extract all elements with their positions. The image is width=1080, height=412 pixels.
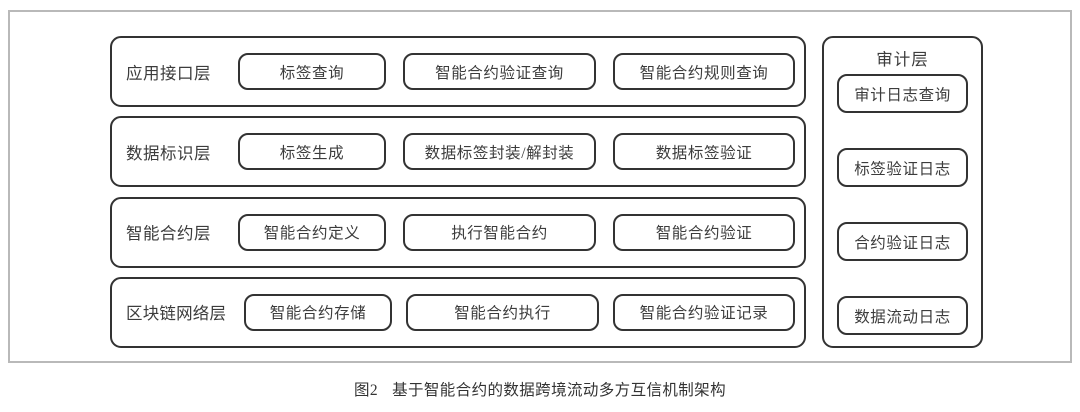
layer-modules-application-interface: 标签查询 智能合约验证查询 智能合约规则查询	[238, 38, 795, 105]
figure-caption-text: 基于智能合约的数据跨境流动多方互信机制架构	[392, 382, 726, 399]
audit-layer-items: 审计日志查询 标签验证日志 合约验证日志 数据流动日志	[824, 74, 981, 337]
figure-frame: 应用接口层 标签查询 智能合约验证查询 智能合约规则查询 数据标识层 标签生成 …	[8, 10, 1072, 363]
layer-label-blockchain-network: 区块链网络层	[126, 304, 227, 324]
layer-modules-data-identification: 标签生成 数据标签封装/解封装 数据标签验证	[238, 118, 795, 185]
audit-item-data-flow-log[interactable]: 数据流动日志	[837, 296, 968, 335]
layer-stack: 应用接口层 标签查询 智能合约验证查询 智能合约规则查询 数据标识层 标签生成 …	[110, 36, 806, 348]
module-contract-verification-query[interactable]: 智能合约验证查询	[403, 53, 596, 90]
layer-label-data-identification: 数据标识层	[126, 143, 211, 163]
layer-row-smart-contract: 智能合约层 智能合约定义 执行智能合约 智能合约验证	[110, 196, 806, 268]
module-contract-execute[interactable]: 执行智能合约	[403, 213, 596, 251]
audit-item-log-query[interactable]: 审计日志查询	[837, 74, 968, 113]
layer-label-smart-contract: 智能合约层	[126, 224, 211, 244]
layer-modules-blockchain-network: 智能合约存储 智能合约执行 智能合约验证记录	[244, 279, 795, 346]
audit-layer-title: 审计层	[876, 50, 929, 69]
module-tag-verification[interactable]: 数据标签验证	[613, 133, 795, 171]
module-tag-query[interactable]: 标签查询	[238, 53, 386, 90]
layer-row-blockchain-network: 区块链网络层 智能合约存储 智能合约执行 智能合约验证记录	[110, 276, 806, 348]
module-contract-verification-record[interactable]: 智能合约验证记录	[613, 293, 795, 331]
module-tag-encapsulation[interactable]: 数据标签封装/解封装	[403, 133, 596, 171]
layer-label-application-interface: 应用接口层	[126, 63, 211, 83]
layer-modules-smart-contract: 智能合约定义 执行智能合约 智能合约验证	[238, 199, 795, 266]
audit-item-tag-verification-log[interactable]: 标签验证日志	[837, 148, 968, 187]
layer-row-application-interface: 应用接口层 标签查询 智能合约验证查询 智能合约规则查询	[110, 36, 806, 107]
figure-caption: 图2 基于智能合约的数据跨境流动多方互信机制架构	[0, 378, 1080, 400]
module-tag-generation[interactable]: 标签生成	[238, 133, 386, 171]
module-contract-rule-query[interactable]: 智能合约规则查询	[613, 53, 795, 90]
module-contract-storage[interactable]: 智能合约存储	[244, 293, 392, 331]
figure-caption-number: 图2	[354, 382, 379, 399]
module-contract-definition[interactable]: 智能合约定义	[238, 213, 386, 251]
audit-layer-column: 审计层 审计日志查询 标签验证日志 合约验证日志 数据流动日志	[822, 36, 983, 348]
layer-row-data-identification: 数据标识层 标签生成 数据标签封装/解封装 数据标签验证	[110, 116, 806, 188]
module-contract-verification[interactable]: 智能合约验证	[613, 213, 795, 251]
audit-item-contract-verification-log[interactable]: 合约验证日志	[837, 222, 968, 261]
module-contract-execution[interactable]: 智能合约执行	[406, 293, 599, 331]
